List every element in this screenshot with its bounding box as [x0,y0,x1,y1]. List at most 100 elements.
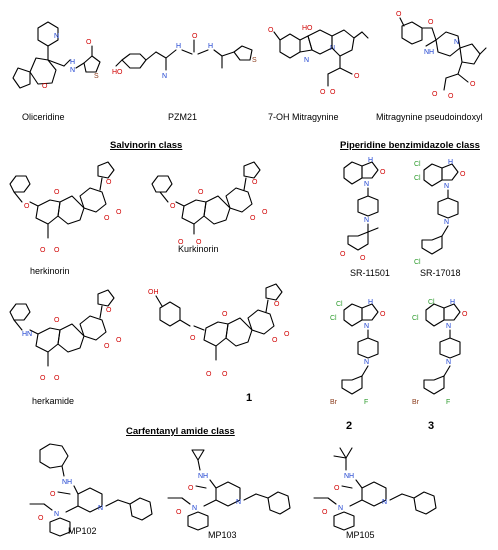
svg-text:N: N [162,73,167,80]
svg-text:N: N [454,39,459,46]
svg-text:N: N [192,505,197,512]
svg-text:O: O [268,27,274,34]
svg-text:S: S [252,57,257,64]
svg-text:Cl: Cl [412,315,419,322]
svg-text:O: O [54,189,60,196]
svg-text:NH: NH [198,473,208,480]
svg-text:N: N [338,505,343,512]
carfentanyl-class-header: Carfentanyl amide class [126,426,235,437]
compound-1-label: 1 [246,392,253,404]
svg-text:O: O [54,375,60,382]
svg-text:O: O [320,89,326,96]
svg-text:O: O [462,311,468,318]
mp103-label: MP103 [208,530,237,540]
svg-text:H: H [448,159,453,166]
svg-text:N: N [236,499,241,506]
svg-text:O: O [170,203,176,210]
svg-text:O: O [250,215,256,222]
svg-text:O: O [360,255,366,262]
svg-text:O: O [116,209,122,216]
svg-text:O: O [54,247,60,254]
svg-text:N: N [364,181,369,188]
svg-text:Cl: Cl [330,315,337,322]
svg-text:O: O [330,89,336,96]
piperidine-class-header: Piperidine benzimidazole class [340,140,480,151]
compound-3-structure: Cl Cl H O N N Br F [412,299,468,406]
svg-text:O: O [38,515,44,522]
svg-text:O: O [178,239,184,246]
svg-text:O: O [322,509,328,516]
sr11501-structure: H O N N O O [340,157,386,262]
kurkinorin-label: Kurkinorin [178,244,219,254]
svg-text:O: O [50,491,56,498]
compound-1-structure: OH O O O O O O O [148,283,290,378]
herkamide-structure: O O O O HN O O [9,289,122,382]
svg-text:H: H [368,157,373,164]
svg-text:O: O [380,311,386,318]
oh-mitragynine-structure: O HO N N O O O [268,25,369,96]
svg-text:O: O [86,39,92,46]
svg-text:O: O [176,509,182,516]
svg-text:O: O [460,171,466,178]
svg-text:O: O [428,19,434,26]
svg-text:N: N [364,217,369,224]
herkinorin-structure: O O O O O O O [9,161,122,254]
svg-text:O: O [206,371,212,378]
svg-text:Br: Br [412,399,420,406]
svg-text:N: N [54,511,59,518]
mitragynine-pseudoindoxyl-label: Mitragynine pseudoindoxyl [376,112,483,122]
svg-text:N: N [54,33,59,40]
svg-text:O: O [222,311,228,318]
kurkinorin-structure: O O O O O O O [151,161,268,246]
salvinorin-class-header: Salvinorin class [110,140,183,151]
svg-text:O: O [192,33,198,40]
svg-text:N: N [444,219,449,226]
svg-text:HO: HO [112,69,123,76]
svg-text:O: O [198,189,204,196]
svg-text:H: H [208,43,213,50]
svg-text:N: N [98,505,103,512]
mp105-structure: NH O N N O [313,447,437,531]
svg-text:F: F [364,399,368,406]
svg-text:Cl: Cl [414,259,421,266]
svg-text:O: O [274,301,280,308]
svg-text:O: O [54,317,60,324]
svg-text:O: O [222,371,228,378]
pzm21-label: PZM21 [168,112,198,122]
svg-text:H: H [450,299,455,306]
sr11501-label: SR-11501 [350,268,390,278]
svg-text:O: O [106,307,112,314]
svg-text:O: O [104,215,110,222]
svg-text:O: O [354,73,360,80]
svg-text:O: O [42,83,48,90]
svg-text:F: F [446,399,450,406]
sr17018-structure: Cl Cl H O N N Cl [414,159,466,266]
herkinorin-label: herkinorin [30,266,70,276]
svg-text:HO: HO [302,25,313,32]
svg-text:O: O [190,335,196,342]
svg-text:N: N [304,57,309,64]
svg-text:H: H [70,59,75,66]
herkamide-label: herkamide [32,396,75,406]
svg-text:Cl: Cl [336,301,343,308]
svg-text:H: H [176,43,181,50]
svg-text:HN: HN [22,331,32,338]
svg-text:N: N [364,359,369,366]
svg-text:O: O [106,179,112,186]
svg-text:Cl: Cl [414,175,421,182]
svg-text:O: O [116,337,122,344]
compound-2-label: 2 [346,420,353,432]
svg-text:O: O [340,251,346,258]
mp105-label: MP105 [346,530,375,540]
svg-text:N: N [382,499,387,506]
svg-text:O: O [432,91,438,98]
svg-text:O: O [24,203,30,210]
svg-text:O: O [284,331,290,338]
svg-text:O: O [396,11,402,18]
svg-text:O: O [448,93,454,100]
svg-text:O: O [252,179,258,186]
svg-text:NH: NH [424,49,434,56]
svg-text:N: N [70,67,75,74]
svg-text:O: O [272,337,278,344]
svg-text:O: O [104,343,110,350]
